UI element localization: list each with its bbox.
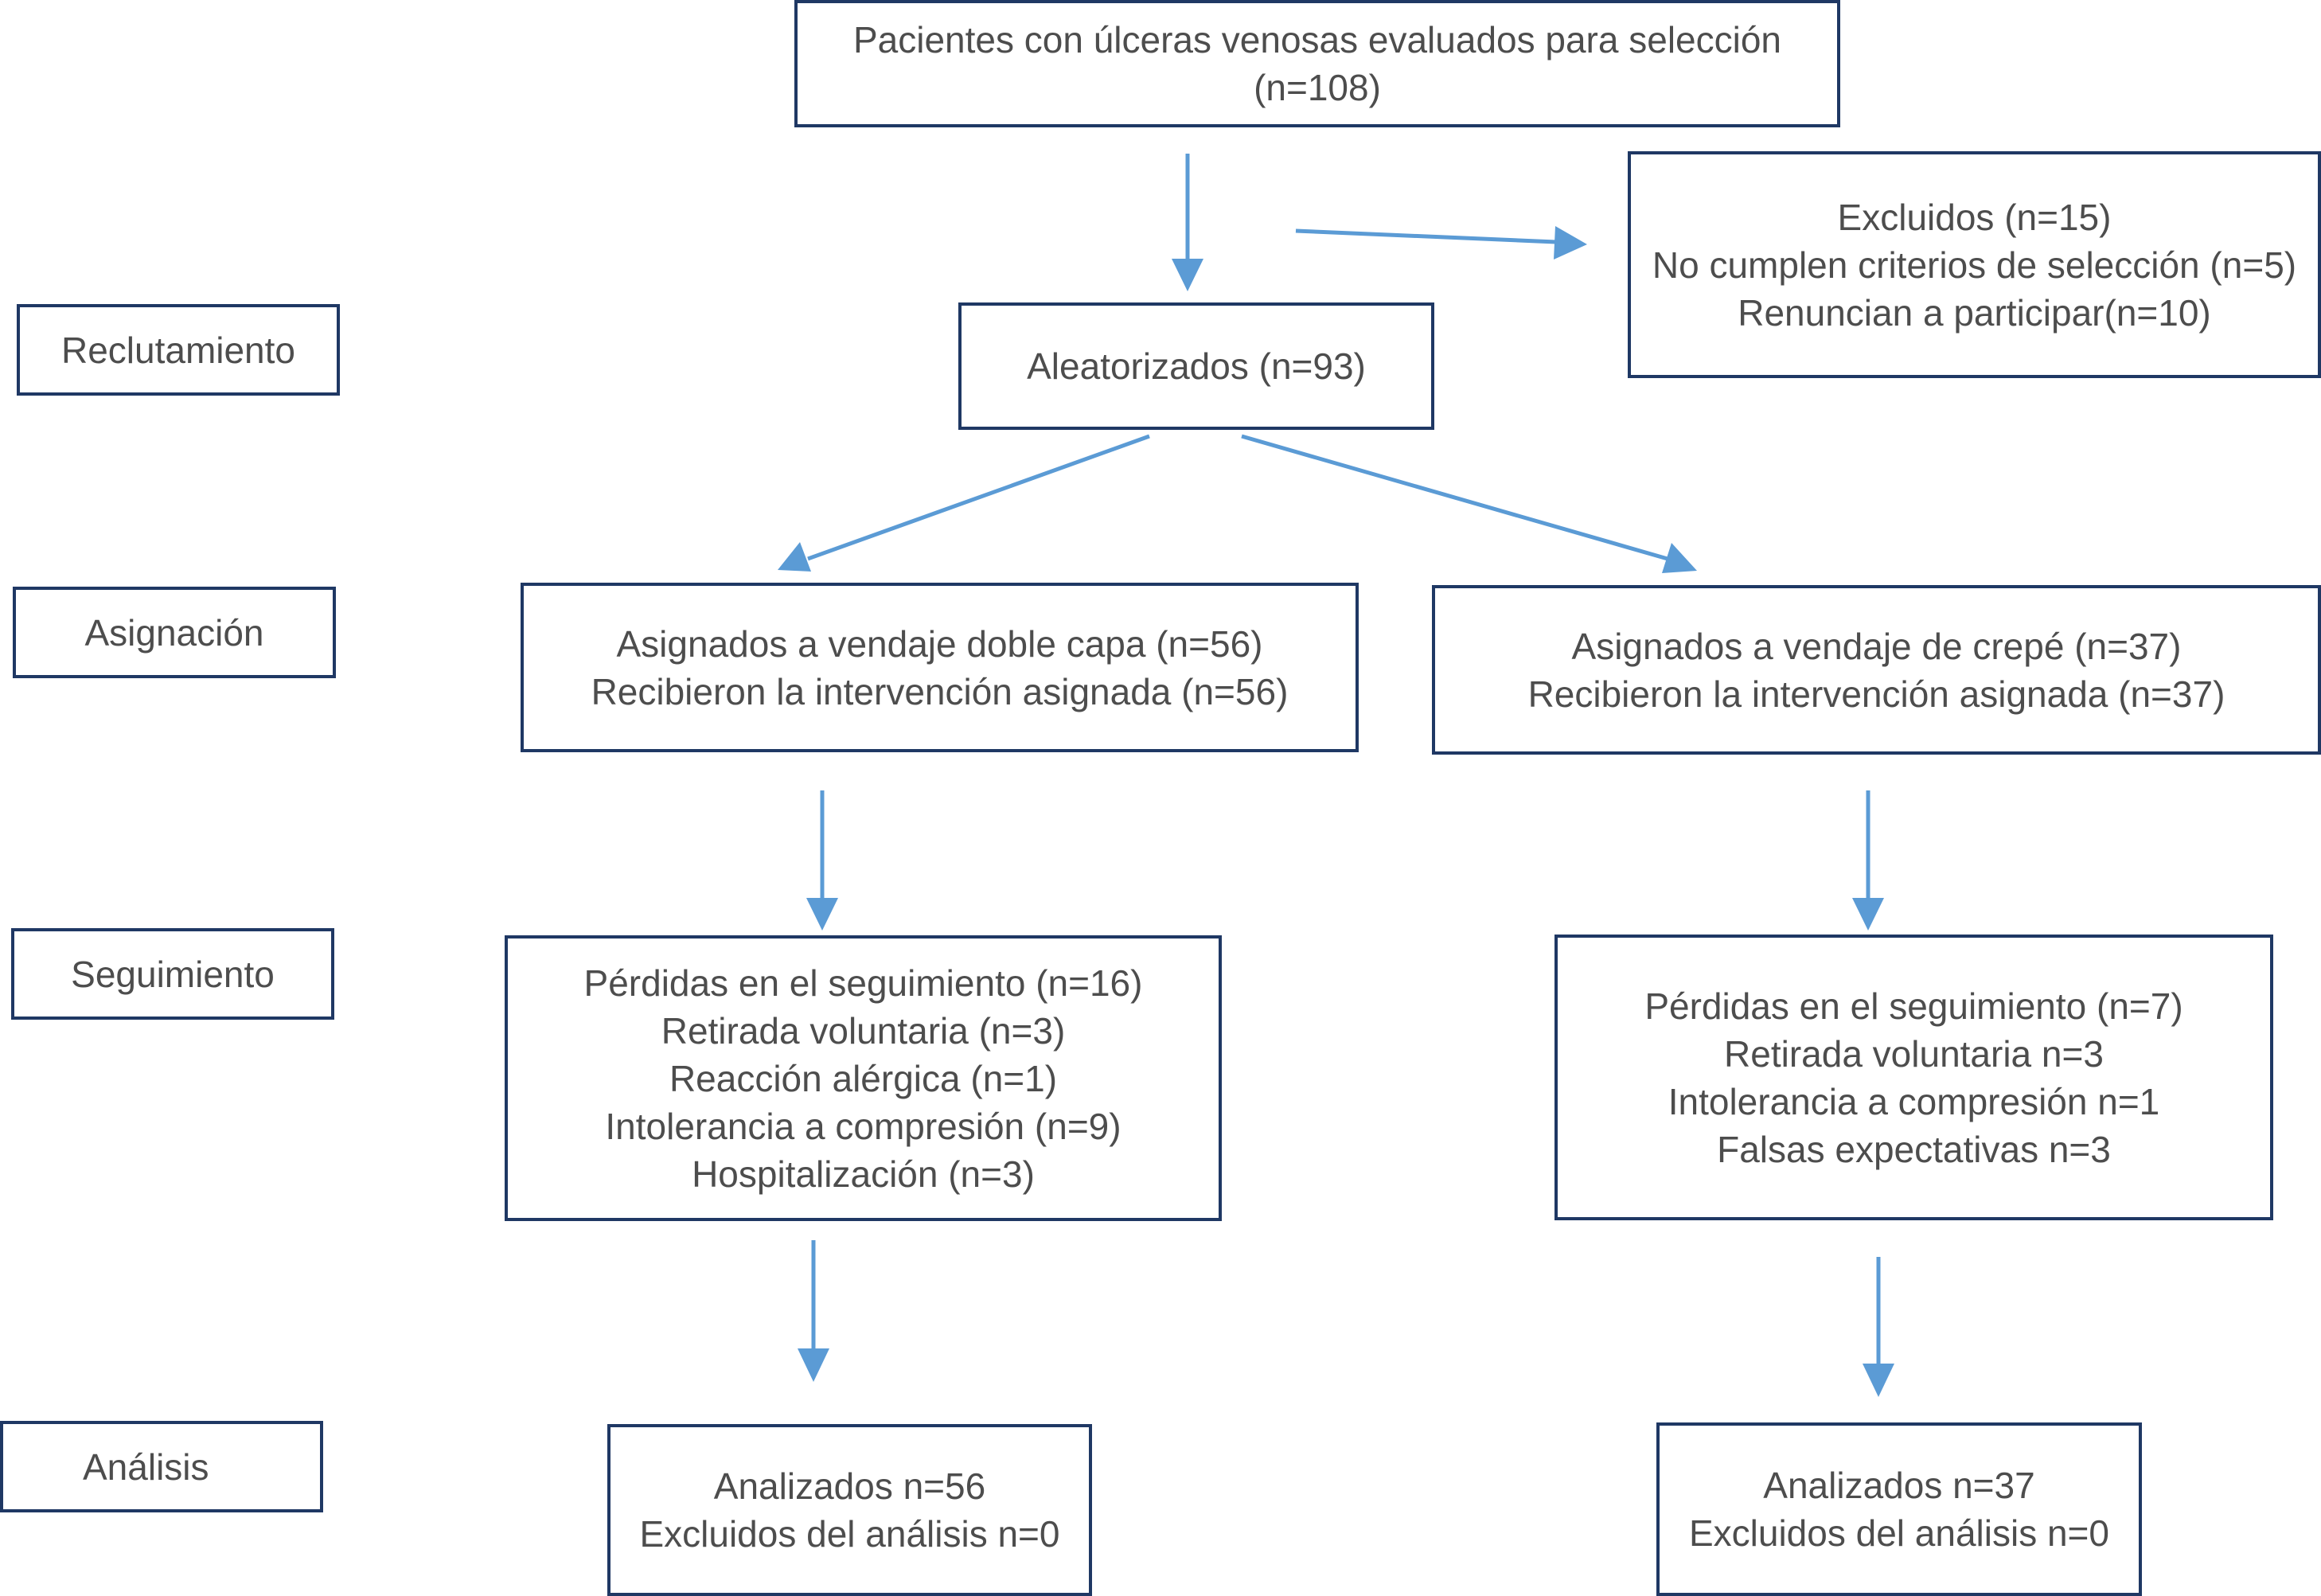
followup-double-layer-line-3: Reacción alérgica (n=1) — [669, 1057, 1058, 1099]
stage-allocation: Asignación — [13, 587, 336, 678]
analysis-crepe-line-2: Excluidos del análisis n=0 — [1688, 1512, 2110, 1554]
assessed-line-1: Pacientes con úlceras venosas evaluados … — [852, 19, 1782, 60]
arrow-crepe-to-followup-head — [1852, 898, 1884, 931]
stage-analysis: Análisis — [0, 1421, 323, 1512]
arrow-to-excluded — [1295, 228, 1557, 244]
assessed-box: Pacientes con úlceras venosas evaluados … — [794, 0, 1840, 127]
excluded-box: Excluidos (n=15) No cumplen criterios de… — [1628, 151, 2321, 378]
arrow-randomized-to-double-layer-head — [778, 542, 811, 572]
followup-double-layer-box: Pérdidas en el seguimiento (n=16) Retira… — [505, 935, 1222, 1221]
analysis-double-layer-box: Analizados n=56 Excluidos del análisis n… — [607, 1424, 1092, 1596]
stage-follow-up-label: Seguimiento — [71, 953, 275, 995]
arrow-double-layer-to-followup-head — [806, 898, 838, 931]
arrow-assessed-to-randomized-head — [1172, 259, 1203, 291]
stage-recruitment-label: Reclutamiento — [60, 329, 296, 371]
arrow-double-layer-followup-to-analysis-head — [798, 1348, 829, 1382]
analysis-double-layer-line-2: Excluidos del análisis n=0 — [639, 1513, 1060, 1555]
followup-double-layer-line-5: Hospitalización (n=3) — [692, 1153, 1035, 1195]
analysis-double-layer-line-1: Analizados n=56 — [713, 1465, 986, 1507]
excluded-line-1: Excluidos (n=15) — [1837, 196, 2112, 238]
allocation-crepe-box: Asignados a vendaje de crepé (n=37) Reci… — [1432, 585, 2321, 755]
arrow-crepe-followup-to-analysis-head — [1863, 1364, 1894, 1397]
allocation-double-layer-line-2: Recibieron la intervención asignada (n=5… — [591, 670, 1289, 712]
allocation-crepe-line-1: Asignados a vendaje de crepé (n=37) — [1571, 625, 2182, 667]
arrow-randomized-to-crepe-head — [1662, 543, 1697, 573]
assessed-line-2: (n=108) — [1254, 67, 1381, 108]
analysis-crepe-box: Analizados n=37 Excluidos del análisis n… — [1656, 1422, 2142, 1596]
allocation-double-layer-box: Asignados a vendaje doble capa (n=56) Re… — [521, 583, 1359, 752]
arrow-randomized-to-double-layer — [807, 434, 1150, 561]
stage-allocation-label: Asignación — [84, 611, 264, 654]
followup-double-layer-line-4: Intolerancia a compresión (n=9) — [605, 1105, 1121, 1147]
followup-double-layer-line-1: Pérdidas en el seguimiento (n=16) — [583, 962, 1143, 1004]
followup-crepe-line-1: Pérdidas en el seguimiento (n=7) — [1644, 985, 2183, 1027]
allocation-crepe-line-2: Recibieron la intervención asignada (n=3… — [1527, 673, 2225, 715]
followup-double-layer-line-2: Retirada voluntaria (n=3) — [661, 1009, 1066, 1052]
stage-analysis-label: Análisis — [83, 1446, 209, 1488]
followup-crepe-line-4: Falsas expectativas n=3 — [1717, 1128, 2111, 1170]
excluded-line-3: Renuncian a participar(n=10) — [1738, 291, 2211, 334]
analysis-crepe-line-1: Analizados n=37 — [1763, 1465, 2035, 1506]
stage-follow-up: Seguimiento — [11, 928, 334, 1020]
arrow-to-excluded-head — [1554, 226, 1587, 259]
followup-crepe-line-2: Retirada voluntaria n=3 — [1724, 1032, 2104, 1075]
randomized-box: Aleatorizados (n=93) — [958, 302, 1434, 430]
excluded-line-2: No cumplen criterios de selección (n=5) — [1652, 244, 2297, 286]
stage-recruitment: Reclutamiento — [17, 304, 340, 396]
randomized-line-1: Aleatorizados (n=93) — [1027, 345, 1366, 387]
followup-crepe-line-3: Intolerancia a compresión n=1 — [1668, 1080, 2160, 1122]
arrow-randomized-to-crepe — [1241, 434, 1668, 561]
allocation-double-layer-line-1: Asignados a vendaje doble capa (n=56) — [616, 622, 1263, 665]
followup-crepe-box: Pérdidas en el seguimiento (n=7) Retirad… — [1554, 935, 2273, 1220]
